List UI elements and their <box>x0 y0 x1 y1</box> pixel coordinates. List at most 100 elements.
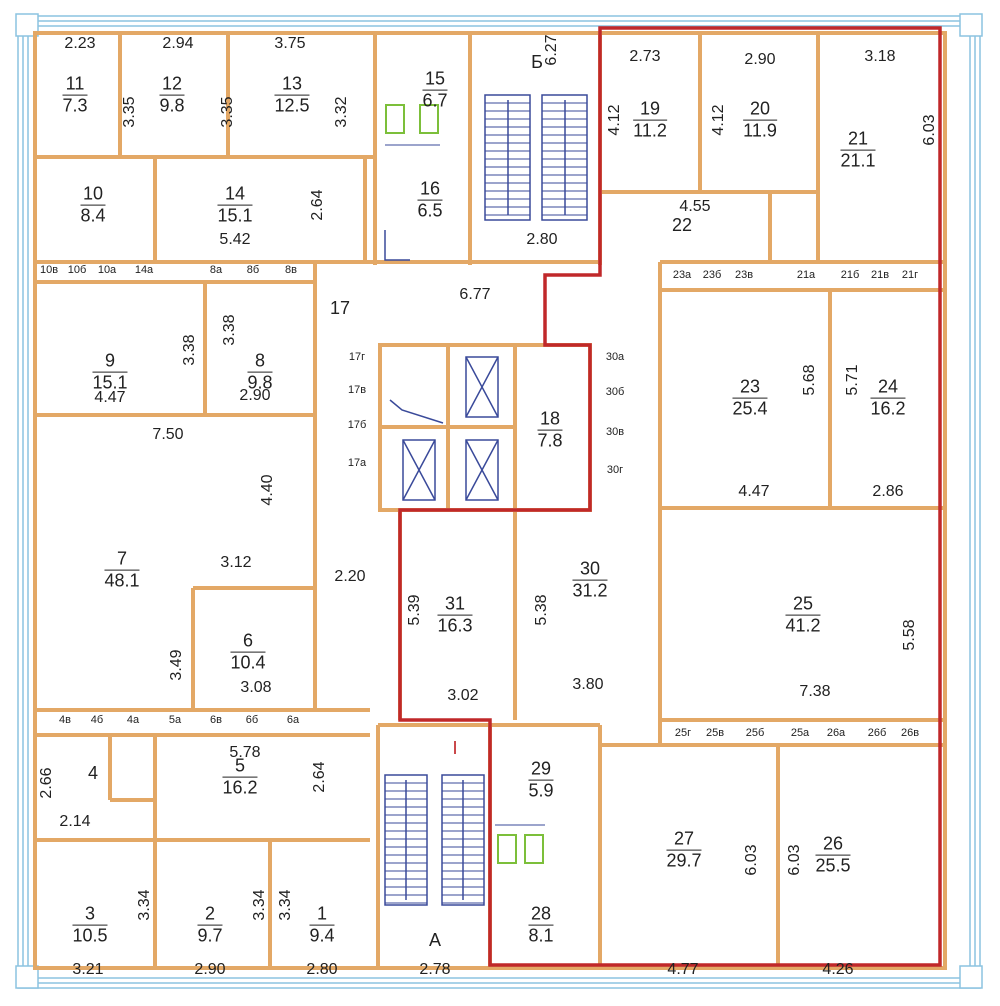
room-area: 29.7 <box>666 850 702 871</box>
space-label: А <box>428 930 442 950</box>
dimension-label: 2.66 <box>38 767 55 799</box>
room-area: 6.7 <box>422 90 448 111</box>
room-area: 8.4 <box>80 205 106 226</box>
stairs <box>384 94 588 906</box>
room-number: 29 <box>528 759 554 781</box>
dimension-label: 2.90 <box>194 961 226 978</box>
room-area: 8.1 <box>528 925 554 946</box>
closet-label: 5а <box>167 714 183 726</box>
dimension-label: 2.20 <box>334 568 366 585</box>
elevator-shafts <box>389 356 499 501</box>
closet-label: 6в <box>209 714 223 726</box>
room-number: 5 <box>222 756 258 778</box>
dimension-label: 7.50 <box>152 426 184 443</box>
shaft-label: 30г <box>606 464 624 476</box>
closet-label: 26б <box>866 727 888 739</box>
room-number: 30 <box>572 559 608 581</box>
room-area: 5.9 <box>528 780 554 801</box>
closet-label: 10а <box>96 264 118 276</box>
closet-label: 21в <box>869 269 891 281</box>
dimension-label: 3.32 <box>333 96 350 128</box>
dimension-label: 3.38 <box>181 334 198 366</box>
dimension-label: 3.34 <box>277 889 294 921</box>
shaft-label: 17б <box>347 419 367 431</box>
room-number: 20 <box>743 99 777 121</box>
room-number: 26 <box>815 834 851 856</box>
space-label: 17 <box>329 298 351 318</box>
dimension-label: 2.80 <box>306 961 338 978</box>
room-area: 11.2 <box>633 120 667 141</box>
room-area: 16.2 <box>222 777 258 798</box>
closet-label: 25г <box>673 727 693 739</box>
dimension-label: 6.77 <box>459 286 491 303</box>
room-number: 6 <box>230 631 266 653</box>
closet-label: 4б <box>89 714 105 726</box>
room-number: 27 <box>666 829 702 851</box>
closet-label: 26а <box>825 727 847 739</box>
room-number: 19 <box>633 99 667 121</box>
dimension-label: 3.80 <box>572 676 604 693</box>
shaft-label: 30в <box>605 426 625 438</box>
dimension-label: 4.77 <box>667 961 699 978</box>
dimension-label: 6.03 <box>743 844 760 876</box>
closet-label: 25а <box>789 727 811 739</box>
closet-label: 25в <box>704 727 726 739</box>
room-number: 9 <box>92 351 128 373</box>
room-area: 25.4 <box>732 398 768 419</box>
room-number: 15 <box>422 69 448 91</box>
dimension-label: 5.38 <box>533 594 550 626</box>
closet-label: 14а <box>133 264 155 276</box>
dimension-label: 3.02 <box>447 687 479 704</box>
closet-label: 8а <box>208 264 224 276</box>
dimension-label: 2.90 <box>744 51 776 68</box>
dimension-label: 2.86 <box>872 483 904 500</box>
dimension-label: 4.40 <box>259 474 276 506</box>
room-number: 28 <box>528 904 554 926</box>
room-area: 9.7 <box>197 925 223 946</box>
closet-label: 23в <box>733 269 755 281</box>
room-area: 16.2 <box>870 398 906 419</box>
closet-label: 25б <box>744 727 766 739</box>
room-area: 15.1 <box>217 205 253 226</box>
space-label: Б <box>531 52 543 72</box>
closet-label: 23б <box>701 269 723 281</box>
closet-label: 8в <box>284 264 298 276</box>
dimension-label: 6.03 <box>921 114 938 146</box>
room-area: 7.3 <box>62 95 88 116</box>
room-area: 7.8 <box>537 430 563 451</box>
dimension-label: 6.03 <box>786 844 803 876</box>
dimension-label: 3.34 <box>251 889 268 921</box>
shaft-label: 30б <box>605 386 625 398</box>
dimension-label: 5.68 <box>801 364 818 396</box>
closet-label: 10в <box>38 264 60 276</box>
closet-label: 21б <box>839 269 861 281</box>
room-number: 13 <box>274 74 310 96</box>
dimension-label: 3.18 <box>864 48 896 65</box>
room-area: 10.4 <box>230 652 266 673</box>
room-number: 25 <box>785 594 821 616</box>
space-label: 4 <box>87 763 99 783</box>
room-area: 48.1 <box>104 570 140 591</box>
dimension-label: 2.14 <box>59 813 91 830</box>
dimension-label: 3.49 <box>168 649 185 681</box>
dimension-label: 3.12 <box>220 554 252 571</box>
walls <box>33 31 947 970</box>
room-area: 12.5 <box>274 95 310 116</box>
closet-label: 26в <box>899 727 921 739</box>
room-area: 31.2 <box>572 580 608 601</box>
